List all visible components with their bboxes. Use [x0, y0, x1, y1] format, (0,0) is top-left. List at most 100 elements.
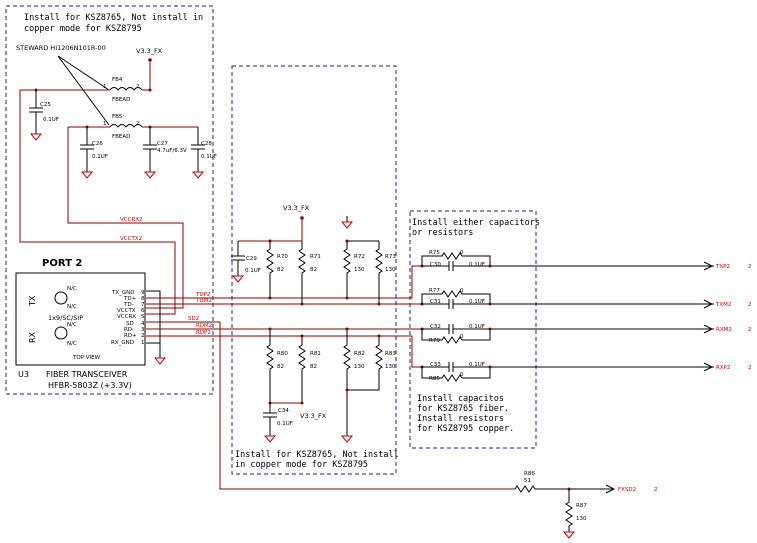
c28-value: 0.1UF [201, 154, 217, 160]
r82-value: 130 [354, 364, 365, 370]
v33-mid-terminal [300, 216, 304, 220]
sd2-wire [146, 321, 515, 490]
fb5-ref: FB5 [112, 114, 123, 120]
rxm2-right-junction [488, 327, 492, 331]
c30-row [422, 261, 714, 271]
vcctx2-label: VCCTX2 [120, 236, 142, 242]
r80-top-junction [268, 327, 272, 331]
right-note-line1: Install capacitos [417, 394, 504, 404]
fxsd2-label: FXSD2 [618, 487, 636, 493]
r71-value: 82 [310, 267, 317, 273]
c25-ground [29, 133, 43, 141]
c26-ref: C26 [92, 141, 103, 147]
r85-value: 0 [460, 372, 464, 378]
pin3-name: RD- [124, 327, 134, 333]
r75-bypass [421, 252, 491, 266]
vccrx2-wire [67, 127, 184, 309]
c32-row [422, 324, 714, 334]
pin5-num: 5 [141, 314, 145, 320]
r75-ref: R75 [429, 250, 440, 256]
v33-bot-label: V3.3_FX [300, 412, 327, 420]
r83-value: 130 [385, 364, 396, 370]
pin1-num: 1 [141, 340, 145, 346]
c33-row [422, 362, 714, 372]
fiber-power-block-outline [5, 5, 214, 395]
r70-ref: R70 [277, 254, 288, 260]
r77-bypass [421, 290, 491, 304]
c32-value: 0.1UF [469, 324, 485, 330]
tdp2-label: TDP2 [195, 292, 210, 298]
rxm2-label: RXM2 [716, 327, 732, 333]
install-either-line2: or resistors [412, 228, 473, 238]
r83-symbol [347, 336, 383, 391]
rxp2-right-junction [488, 365, 492, 369]
r72-ref: R72 [354, 254, 365, 260]
tdm2-label: TDM2 [195, 298, 212, 304]
r83-ref: R83 [385, 351, 396, 357]
rxm2-sheet: 2 [748, 327, 752, 333]
c34-ground [263, 435, 277, 443]
fxsd2-arrow [605, 484, 616, 494]
r81-top-junction [300, 334, 304, 338]
c28-ground [191, 171, 205, 179]
pin7-name: TD- [123, 302, 134, 308]
coupling-block-outline [409, 210, 537, 449]
port-title: PORT 2 [42, 258, 82, 269]
v33-top-terminal [148, 58, 152, 62]
c34-value: 0.1UF [277, 421, 293, 427]
rx-label: RX [28, 331, 37, 343]
c28-ref: C28 [201, 141, 212, 147]
pin9-num: 9 [141, 290, 145, 296]
r71-bottom-junction [300, 302, 304, 306]
pin4-name: SD [126, 321, 134, 327]
r71-symbol [298, 241, 306, 304]
r86-symbol [514, 485, 614, 493]
txm2-label: TXM2 [715, 302, 731, 308]
fb4-pin1: 1 [103, 84, 107, 90]
c33-ref: C33 [430, 362, 441, 368]
pin4-num: 4 [141, 321, 145, 327]
r80-value: 82 [277, 364, 284, 370]
gnd-pins-wire [146, 290, 161, 358]
c29-value: 0.1UF [245, 268, 261, 274]
tx-label: TX [28, 295, 37, 307]
pin8-name: TD+ [123, 296, 137, 302]
r75-value: 0 [460, 250, 464, 256]
pin9-name: TX_GND [111, 290, 135, 296]
c32-ref: C32 [430, 324, 441, 330]
c27-symbol [143, 127, 157, 172]
tx-nc-lower: N/C [67, 304, 77, 310]
rxp2-sheet: 2 [748, 365, 752, 371]
c26-ground [80, 171, 94, 179]
mid-note-line2: in copper mode for KSZ8795 [235, 460, 368, 470]
txm2-right-junction [488, 302, 492, 306]
tx-nc-upper: N/C [67, 286, 77, 292]
r83-top-junction [377, 334, 381, 338]
r86-ref: R86 [524, 471, 535, 477]
r79-ref: R79 [429, 338, 440, 344]
r82-top-junction [345, 327, 349, 331]
r85-ref: R85 [429, 376, 440, 382]
r72-bottom-junction [345, 296, 349, 300]
r73-bottom-junction [377, 302, 381, 306]
top-note-line2: copper mode for KSZ8795 [24, 24, 142, 34]
c25-value: 0.1UF [43, 117, 59, 123]
c33-value: 0.1UF [469, 362, 485, 368]
r73-symbol [375, 241, 383, 304]
r70-bottom-junction [268, 296, 272, 300]
r82-ref: R82 [354, 351, 365, 357]
fb5-value: FBEAD [112, 134, 130, 140]
v33-bot-junction [300, 401, 304, 405]
txp2-arrow [703, 261, 714, 271]
pin6-name: VCCTX [117, 308, 136, 314]
c31-value: 0.1UF [469, 299, 485, 305]
pin6-num: 6 [141, 308, 145, 314]
right-note-line3: Install resistors [417, 414, 504, 424]
c29-ground [231, 275, 245, 283]
install-either-line1: Install either capacitors [412, 218, 540, 228]
r77-ref: R77 [429, 288, 440, 294]
pin1-name: RX_GND [111, 340, 134, 346]
r72-symbol [343, 241, 351, 298]
rx-nc-lower: N/C [67, 341, 77, 347]
